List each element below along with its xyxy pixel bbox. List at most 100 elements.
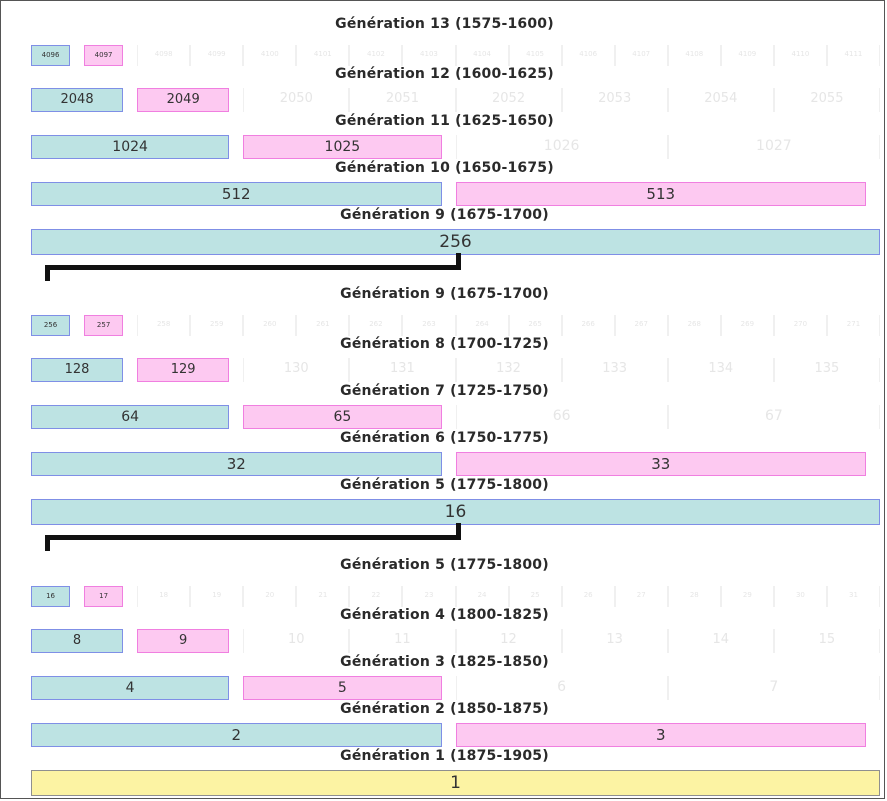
empty-ancestor-slot: 20 bbox=[243, 586, 297, 607]
empty-ancestor-slot: 1027 bbox=[667, 135, 880, 159]
empty-ancestor-slot: 1026 bbox=[455, 135, 668, 159]
panel-connector-riser bbox=[456, 523, 461, 539]
empty-ancestor-slot: 131 bbox=[349, 358, 456, 382]
empty-ancestor-slot: 4100 bbox=[243, 45, 297, 66]
empty-ancestor-slot: 29 bbox=[720, 586, 774, 607]
empty-ancestor-slot: 26 bbox=[561, 586, 615, 607]
empty-ancestor-slot: 4098 bbox=[137, 45, 191, 66]
mother-box[interactable]: 5 bbox=[243, 676, 442, 700]
empty-ancestor-slot: 2051 bbox=[349, 88, 456, 112]
empty-ancestor-slot: 134 bbox=[667, 358, 774, 382]
empty-ancestor-slot: 7 bbox=[667, 676, 880, 700]
empty-ancestor-slot: 258 bbox=[137, 315, 191, 336]
empty-ancestor-slot: 132 bbox=[455, 358, 562, 382]
empty-ancestor-slot: 4103 bbox=[402, 45, 456, 66]
empty-ancestor-slot: 12 bbox=[455, 629, 562, 653]
empty-ancestor-slot: 133 bbox=[561, 358, 668, 382]
mother-box[interactable]: 3 bbox=[455, 723, 866, 747]
generation-title: Génération 9 (1675-1700) bbox=[340, 207, 549, 223]
generation-title: Génération 3 (1825-1850) bbox=[340, 654, 549, 670]
father-box[interactable]: 16 bbox=[31, 586, 71, 607]
empty-ancestor-slot: 269 bbox=[720, 315, 774, 336]
empty-ancestor-slot: 2053 bbox=[561, 88, 668, 112]
empty-ancestor-slot: 4110 bbox=[773, 45, 827, 66]
generation-title: Génération 5 (1775-1800) bbox=[340, 557, 549, 573]
empty-ancestor-slot: 4111 bbox=[826, 45, 880, 66]
father-box[interactable]: 256 bbox=[31, 315, 71, 336]
empty-ancestor-slot: 4107 bbox=[614, 45, 668, 66]
empty-ancestor-slot: 2052 bbox=[455, 88, 562, 112]
mother-box[interactable]: 257 bbox=[84, 315, 124, 336]
mother-box[interactable]: 2049 bbox=[137, 88, 230, 112]
father-box[interactable]: 4096 bbox=[31, 45, 71, 66]
empty-ancestor-slot: 4108 bbox=[667, 45, 721, 66]
generation-title: Génération 6 (1750-1775) bbox=[340, 430, 549, 446]
empty-ancestor-slot: 23 bbox=[402, 586, 456, 607]
empty-ancestor-slot: 135 bbox=[773, 358, 880, 382]
empty-ancestor-slot: 13 bbox=[561, 629, 668, 653]
father-box[interactable]: 64 bbox=[31, 405, 230, 429]
father-box[interactable]: 512 bbox=[31, 182, 442, 206]
empty-ancestor-slot: 259 bbox=[190, 315, 244, 336]
empty-ancestor-slot: 24 bbox=[455, 586, 509, 607]
mother-box[interactable]: 513 bbox=[455, 182, 866, 206]
empty-ancestor-slot: 4104 bbox=[455, 45, 509, 66]
empty-ancestor-slot: 4109 bbox=[720, 45, 774, 66]
empty-ancestor-slot: 31 bbox=[826, 586, 880, 607]
empty-ancestor-slot: 2055 bbox=[773, 88, 880, 112]
panel-connector-riser bbox=[456, 253, 461, 269]
empty-ancestor-slot: 262 bbox=[349, 315, 403, 336]
generation-title: Génération 13 (1575-1600) bbox=[335, 16, 554, 32]
empty-ancestor-slot: 25 bbox=[508, 586, 562, 607]
panel-connector-drop bbox=[45, 265, 50, 281]
generation-title: Génération 5 (1775-1800) bbox=[340, 477, 549, 493]
generation-title: Génération 1 (1875-1905) bbox=[340, 748, 549, 764]
empty-ancestor-slot: 14 bbox=[667, 629, 774, 653]
mother-box[interactable]: 129 bbox=[137, 358, 230, 382]
mother-box[interactable]: 33 bbox=[455, 452, 866, 476]
empty-ancestor-slot: 6 bbox=[455, 676, 668, 700]
empty-ancestor-slot: 18 bbox=[137, 586, 191, 607]
father-box[interactable]: 256 bbox=[31, 229, 880, 255]
empty-ancestor-slot: 22 bbox=[349, 586, 403, 607]
root-person-box[interactable]: 1 bbox=[31, 770, 880, 796]
generation-title: Génération 8 (1700-1725) bbox=[340, 336, 549, 352]
father-box[interactable]: 2048 bbox=[31, 88, 124, 112]
generation-title: Génération 10 (1650-1675) bbox=[335, 160, 554, 176]
mother-box[interactable]: 4097 bbox=[84, 45, 124, 66]
mother-box[interactable]: 1025 bbox=[243, 135, 442, 159]
empty-ancestor-slot: 30 bbox=[773, 586, 827, 607]
empty-ancestor-slot: 4101 bbox=[296, 45, 350, 66]
empty-ancestor-slot: 4105 bbox=[508, 45, 562, 66]
empty-ancestor-slot: 21 bbox=[296, 586, 350, 607]
father-box[interactable]: 128 bbox=[31, 358, 124, 382]
empty-ancestor-slot: 15 bbox=[773, 629, 880, 653]
empty-ancestor-slot: 10 bbox=[243, 629, 350, 653]
empty-ancestor-slot: 11 bbox=[349, 629, 456, 653]
empty-ancestor-slot: 266 bbox=[561, 315, 615, 336]
panel-connector-line bbox=[45, 535, 461, 540]
mother-box[interactable]: 17 bbox=[84, 586, 124, 607]
empty-ancestor-slot: 261 bbox=[296, 315, 350, 336]
mother-box[interactable]: 65 bbox=[243, 405, 442, 429]
father-box[interactable]: 2 bbox=[31, 723, 442, 747]
empty-ancestor-slot: 2054 bbox=[667, 88, 774, 112]
father-box[interactable]: 8 bbox=[31, 629, 124, 653]
empty-ancestor-slot: 28 bbox=[667, 586, 721, 607]
generation-title: Génération 12 (1600-1625) bbox=[335, 66, 554, 82]
empty-ancestor-slot: 66 bbox=[455, 405, 668, 429]
empty-ancestor-slot: 260 bbox=[243, 315, 297, 336]
empty-ancestor-slot: 2050 bbox=[243, 88, 350, 112]
empty-ancestor-slot: 27 bbox=[614, 586, 668, 607]
empty-ancestor-slot: 265 bbox=[508, 315, 562, 336]
father-box[interactable]: 4 bbox=[31, 676, 230, 700]
mother-box[interactable]: 9 bbox=[137, 629, 230, 653]
generation-title: Génération 7 (1725-1750) bbox=[340, 383, 549, 399]
empty-ancestor-slot: 4099 bbox=[190, 45, 244, 66]
father-box[interactable]: 1024 bbox=[31, 135, 230, 159]
empty-ancestor-slot: 268 bbox=[667, 315, 721, 336]
empty-ancestor-slot: 4106 bbox=[561, 45, 615, 66]
father-box[interactable]: 32 bbox=[31, 452, 442, 476]
empty-ancestor-slot: 267 bbox=[614, 315, 668, 336]
father-box[interactable]: 16 bbox=[31, 499, 880, 525]
